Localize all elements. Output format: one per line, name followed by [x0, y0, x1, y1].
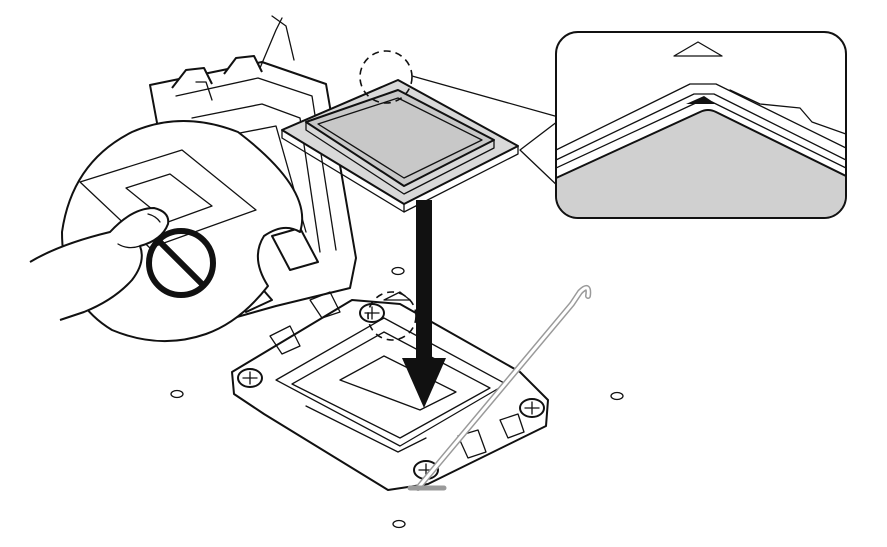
zoom-triangle-mark [686, 96, 716, 104]
zoom-callout [555, 31, 847, 219]
socket-screw [359, 303, 385, 323]
orientation-triangle-icon [673, 41, 723, 57]
mounting-hole [610, 391, 624, 401]
down-arrow [402, 200, 446, 408]
finger-icon [29, 207, 170, 321]
callout-leader-top [411, 75, 563, 119]
socket-screw [237, 368, 263, 388]
warning-bubble [29, 120, 304, 343]
mounting-hole [392, 519, 406, 529]
cpu [281, 79, 519, 213]
socket-triangle-mark [383, 291, 411, 301]
socket-lever [407, 284, 592, 491]
prohibition-icon [146, 228, 216, 298]
zoom-cpu-surface [557, 109, 845, 217]
mounting-hole [170, 389, 184, 399]
cpu-orientation-callout-circle [359, 50, 413, 104]
socket-screw [519, 398, 545, 418]
mounting-hole [391, 266, 405, 276]
mounting-holes [170, 266, 624, 529]
